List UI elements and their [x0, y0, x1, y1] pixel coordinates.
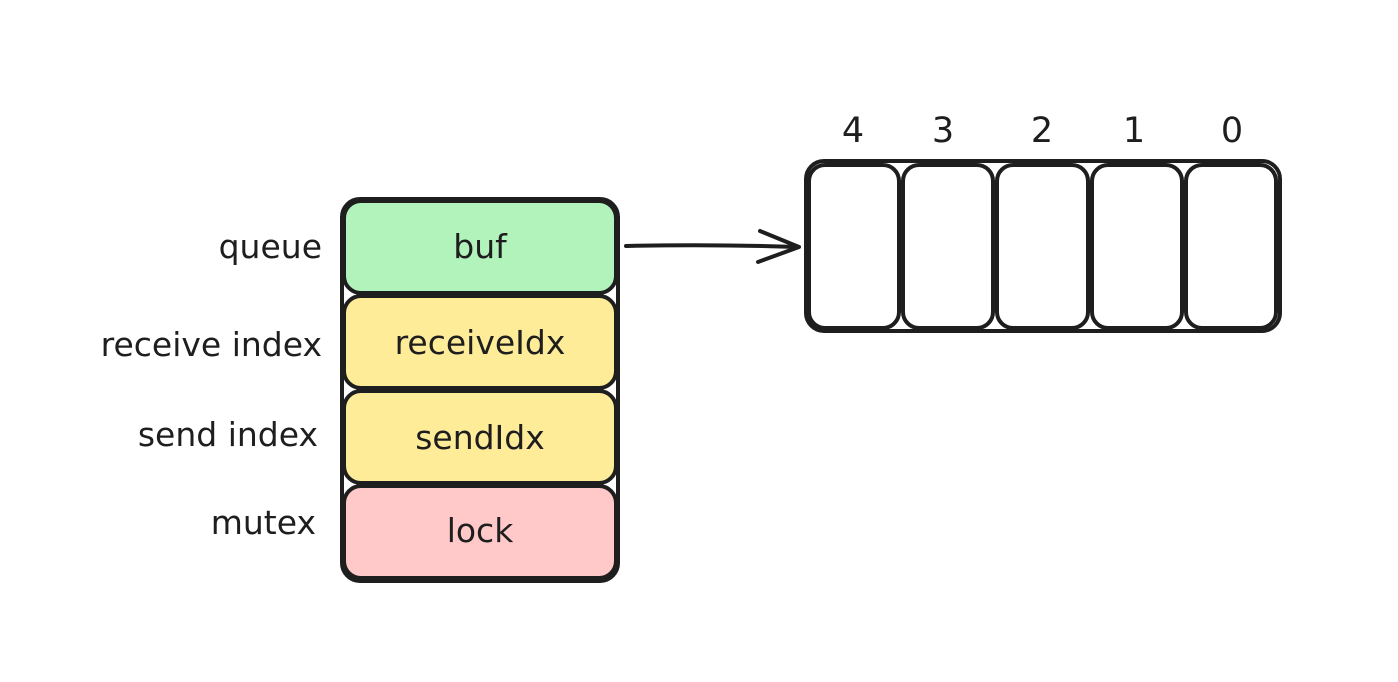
field-box-receiveidx [342, 294, 618, 390]
buffer-slot-3[interactable]: 3 [901, 111, 995, 330]
slot-index-label: 3 [932, 111, 954, 151]
buffer-slot-box [1090, 163, 1184, 330]
arrow-head [756, 229, 801, 264]
buffer-slot-box [901, 163, 995, 330]
buffer-frame [804, 159, 1282, 333]
buffer-slot-2[interactable]: 2 [995, 111, 1090, 330]
field-name-sendidx: sendIdx [415, 418, 545, 457]
slot-index-label: 4 [842, 111, 864, 151]
pointer-arrow [624, 229, 801, 264]
struct-field-sendidx[interactable]: sendIdx [342, 389, 618, 485]
slot-index-label: 0 [1221, 111, 1243, 151]
struct-field-lock[interactable]: lock [342, 484, 618, 580]
field-box-sendidx [342, 389, 618, 485]
buffer-slot-box [995, 163, 1090, 330]
arrow-shaft [624, 243, 800, 249]
field-label-mutex: mutex [211, 503, 316, 542]
buffer-slot-box [1184, 163, 1278, 330]
slot-index-label: 1 [1123, 111, 1145, 151]
field-box-lock [342, 484, 618, 580]
struct-field-receiveidx[interactable]: receiveIdx [342, 294, 618, 390]
buffer-slot-1[interactable]: 1 [1090, 111, 1184, 330]
slot-index-label: 2 [1031, 111, 1053, 151]
field-label-send-index: send index [138, 415, 318, 454]
field-box-buf [342, 199, 618, 295]
field-name-lock: lock [447, 511, 515, 550]
field-name-buf: buf [453, 227, 508, 266]
field-label-queue: queue [219, 227, 322, 266]
field-label-receive-index: receive index [101, 325, 322, 364]
buffer-slot-4[interactable]: 4 [807, 111, 901, 330]
field-name-receiveidx: receiveIdx [395, 323, 566, 362]
struct-field-buf[interactable]: buf [342, 199, 618, 295]
buffer-slot-box [807, 163, 901, 330]
buffer-slot-0[interactable]: 0 [1184, 111, 1278, 330]
